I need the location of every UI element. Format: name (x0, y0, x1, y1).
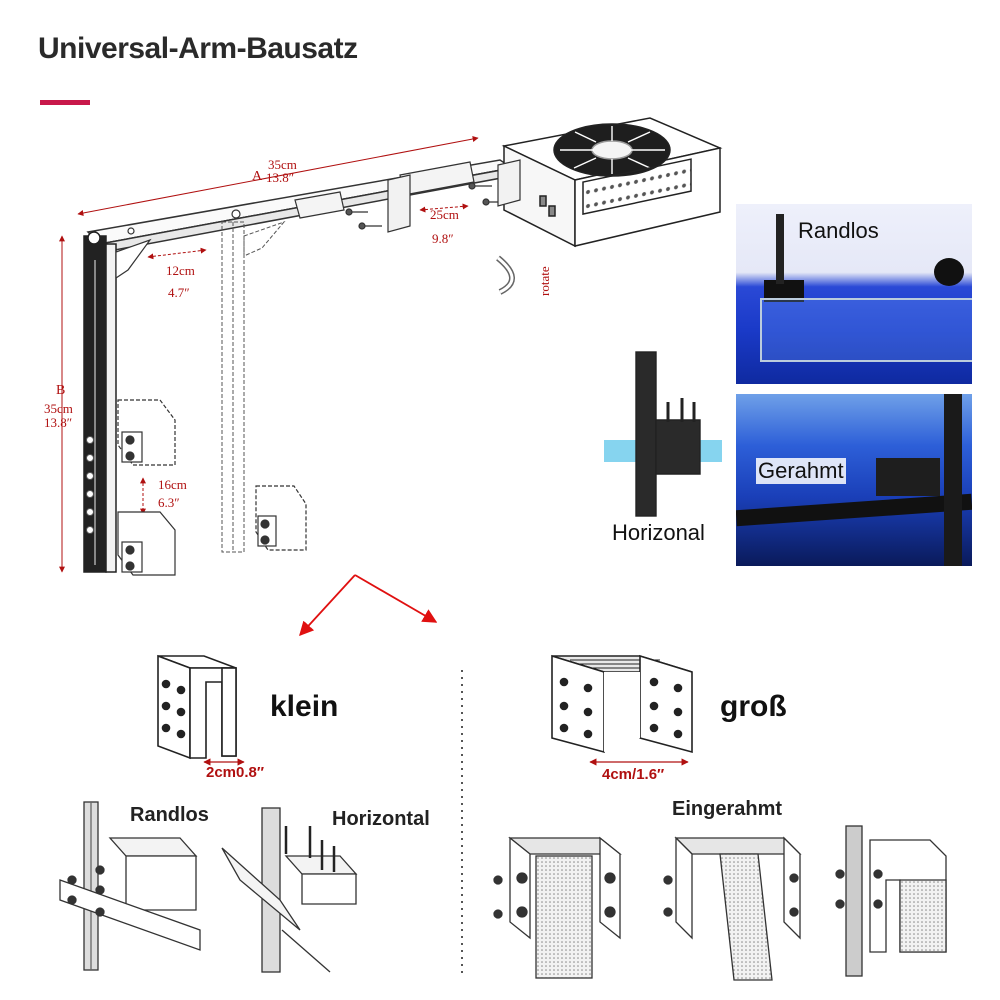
small-bracket-label: klein (270, 690, 339, 723)
dim-a-cm: 35cm (268, 157, 297, 172)
dim-a-letter: A (252, 169, 263, 184)
framed-label: Gerahmt (756, 458, 846, 484)
dim-25-cm: 25cm (430, 207, 459, 222)
dim-12-in: 4.7″ (168, 285, 190, 300)
usage-eingerahmt-sketch-3 (835, 825, 947, 977)
dim-b-cm: 35cm (44, 401, 73, 416)
dim-b-letter: B (56, 383, 66, 398)
vertical-post-left (83, 231, 117, 573)
small-bracket-size: 2cm0.8″ (206, 764, 265, 781)
usage-eingerahmt-sketch-2 (663, 836, 802, 981)
horizonal-mount-icon (604, 351, 722, 517)
large-bracket-size: 4cm/1.6″ (602, 766, 665, 783)
usage-horizontal-sketch (221, 807, 358, 973)
usage-eingerahmt-sketch-1 (493, 836, 622, 979)
usage-eingerahmt-label: Eingerahmt (672, 798, 783, 820)
aquarium-photo-rimless: Randlos (736, 204, 972, 384)
usage-randlos-sketch (59, 801, 201, 971)
large-bracket-label: groß (720, 690, 787, 723)
post-holes (86, 436, 94, 534)
large-bracket-drawing (551, 654, 693, 754)
light-unit-drawing (501, 117, 723, 248)
usage-randlos-label: Randlos (130, 804, 209, 826)
title-accent-bar (40, 100, 90, 105)
split-arrows (299, 574, 438, 637)
horizonal-label: Horizonal (612, 520, 705, 545)
dim-b-in: 13.8″ (44, 415, 73, 430)
rotate-label: rotate (537, 266, 552, 296)
small-bracket-drawing (157, 654, 237, 760)
post-clamps-left (117, 399, 176, 576)
aquarium-photo-framed: Gerahmt (736, 394, 972, 566)
page-title: Universal-Arm-Bausatz (38, 32, 358, 65)
post-clamps-middle (255, 485, 307, 551)
dim-12-cm: 12cm (166, 263, 195, 278)
screws-group (345, 182, 506, 230)
rimless-label: Randlos (798, 218, 879, 243)
dim-25-in: 9.8″ (432, 231, 454, 246)
usage-horizontal-label: Horizontal (332, 808, 430, 830)
dim-a-in: 13.8″ (266, 170, 295, 185)
vertical-post-middle (221, 220, 286, 553)
dim-16-in: 6.3″ (158, 495, 180, 510)
dim-16-cm: 16cm (158, 477, 187, 492)
